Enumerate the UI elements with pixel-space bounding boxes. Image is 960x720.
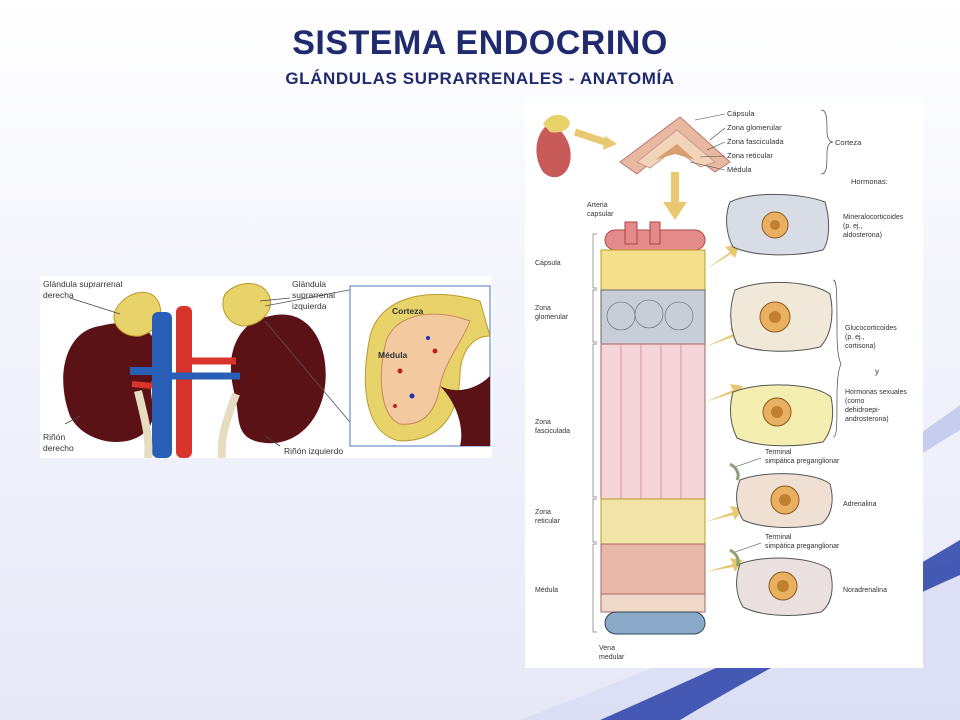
label-vena-2: medular (599, 654, 625, 661)
label-noradrenalina: Noradrenalina (843, 587, 887, 594)
label-mineralo-1: Mineralocorticoides (843, 214, 904, 221)
label-left-gland-1: Glándula (292, 279, 326, 289)
label-gluco-3: cortisona) (845, 343, 876, 350)
label-medulla: Médula (378, 350, 408, 360)
label-reticular-2: reticular (535, 518, 561, 525)
label-reticular-1: Zona (535, 509, 551, 516)
label-sexuales-4: androsterona) (845, 416, 889, 423)
label-fasciculada-1: Zona (535, 419, 551, 426)
label-mineralo-2: (p. ej., (843, 223, 863, 230)
label-vena-1: Vena (599, 645, 615, 652)
title-block: SISTEMA ENDOCRINO GLÁNDULAS SUPRARRENALE… (0, 24, 960, 89)
label-sexuales-3: dehidroepi- (845, 407, 881, 414)
label-right-kidney-2: derecho (43, 443, 74, 453)
adrenal-histology-figure: Cápsula Zona glomerular Zona fasciculada… (525, 102, 923, 668)
vena-cava (152, 312, 172, 458)
slide-subtitle: GLÁNDULAS SUPRARRENALES - ANATOMÍA (285, 69, 675, 88)
label-capsula: Cápsula (535, 260, 561, 267)
label-right-kidney-1: Riñón (43, 432, 65, 442)
label-arteria-2: capsular (587, 211, 614, 218)
right-kidney (63, 323, 159, 443)
aorta (176, 306, 192, 458)
label-sexuales-1: Hormonas sexuales (845, 389, 907, 396)
label-left-kidney: Riñón izquierdo (284, 446, 343, 456)
label-medula-top: Médula (727, 165, 752, 174)
kidney-anatomy-figure: Glándula suprarrenal derecha Glándula su… (40, 276, 492, 459)
label-sexuales-2: (como (845, 398, 865, 405)
label-corteza: Corteza (835, 138, 862, 147)
label-terminal1-2: simpática preganglionar (765, 458, 840, 465)
label-gluco-2: (p. ej., (845, 334, 865, 341)
left-adrenal-gland (222, 282, 271, 327)
label-fasciculada-2: fasciculada (535, 428, 570, 435)
left-kidney (230, 314, 326, 444)
label-left-gland-3: izquierda (292, 301, 327, 311)
label-gluco-1: Glucocorticoides (845, 325, 897, 332)
label-hormonas: Hormonas: (851, 177, 888, 186)
label-cortex: Corteza (392, 306, 423, 316)
label-glomerular-2: glomerular (535, 314, 569, 321)
label-right-gland-2: derecha (43, 290, 74, 300)
histology-illustration: Cápsula Zona glomerular Zona fasciculada… (535, 109, 907, 661)
label-terminal1-1: Terminal (765, 449, 792, 456)
adrenal-cross-section-inset: Corteza Médula (349, 285, 491, 447)
label-glomerular-1: Zona (535, 305, 551, 312)
slide-title: SISTEMA ENDOCRINO (292, 24, 668, 62)
label-adrenalina: Adrenalina (843, 501, 877, 508)
label-mineralo-3: aldosterona) (843, 232, 882, 239)
label-capsula-top: Cápsula (727, 109, 755, 118)
label-y: y (875, 367, 879, 376)
label-right-gland-1: Glándula suprarrenal (43, 279, 122, 289)
label-terminal2-2: simpática preganglionar (765, 543, 840, 550)
label-terminal2-1: Terminal (765, 534, 792, 541)
label-zona-fasciculada-top: Zona fasciculada (727, 137, 785, 146)
label-left-gland-2: suprarrenal (292, 290, 335, 300)
label-zona-reticular-top: Zona reticular (727, 151, 773, 160)
kidney-illustration: Glándula suprarrenal derecha Glándula su… (43, 279, 491, 459)
label-medula: Médula (535, 587, 558, 594)
label-zona-glomerular-top: Zona glomerular (727, 123, 782, 132)
label-arteria-1: Arteria (587, 202, 608, 209)
